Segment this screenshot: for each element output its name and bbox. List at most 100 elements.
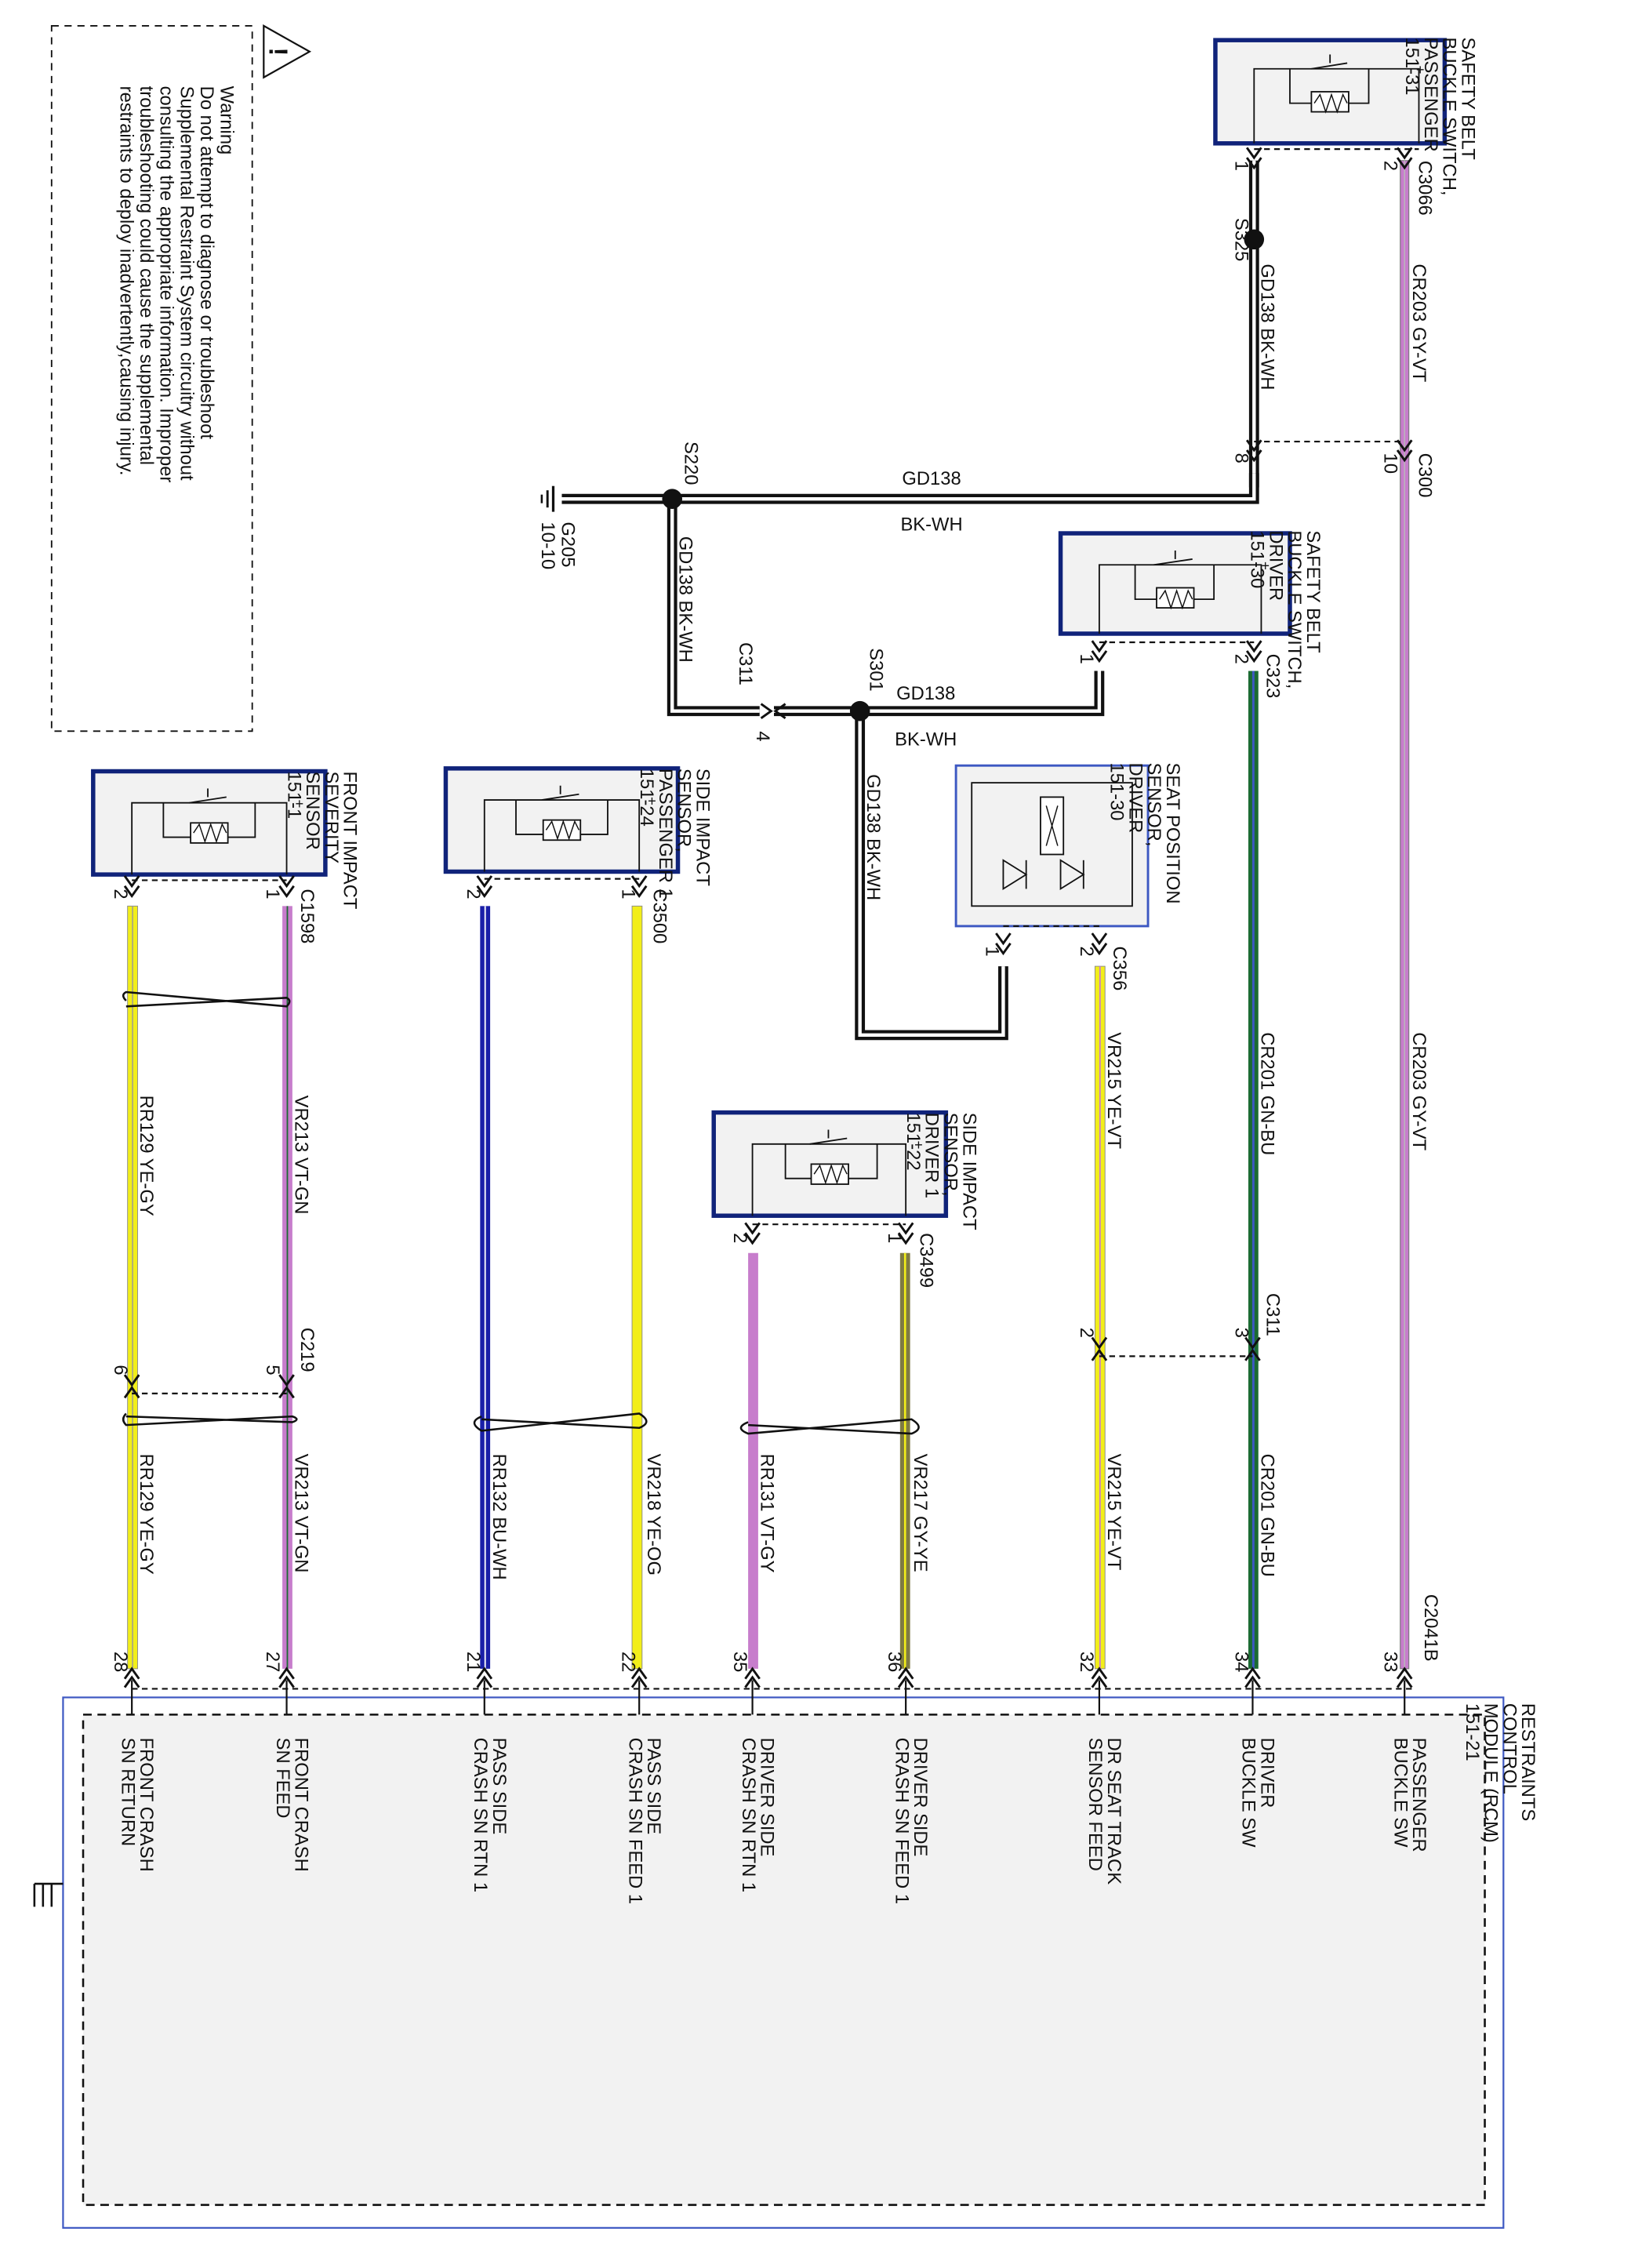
component-side-impact-sensor-driver: + SIDE IMPACT SENSOR, DRIVER 1 151-22: [711, 1110, 979, 1230]
front-impact-sensor-label: FRONT IMPACT SEVERITY SENSOR 151-1: [283, 771, 360, 914]
rcm-pin-function: PASSENGERBUCKLE SW: [1389, 1738, 1429, 1852]
warning-text: Warning Do not attempt to diagnose or tr…: [116, 86, 238, 488]
rcm-pin-function: DRIVER SIDECRASH SN FEED 1: [891, 1738, 931, 1905]
label-c300: C300: [1414, 453, 1435, 498]
wire-label: CR203 GY-VT: [1408, 264, 1429, 382]
wire-label: BK-WH: [895, 729, 957, 751]
warning-triangle-icon: !: [263, 24, 312, 79]
wire-vr213-vt-gn: [282, 906, 292, 1669]
label-s325: S325: [1231, 218, 1252, 261]
wire-label: VR218 YE-OG: [643, 1454, 664, 1576]
pin-label: 1: [1076, 654, 1097, 664]
wire-label: GD138: [896, 683, 955, 704]
pin-label: 6: [110, 1365, 131, 1375]
side-impact-sensor-passenger-label: SIDE IMPACT SENSOR, PASSENGER 1 151-24: [636, 769, 713, 903]
pin-label: 1: [617, 889, 638, 899]
wire-cr203-gy-vt: [1400, 160, 1410, 1670]
rcm-pin-function: FRONT CRASHSN FEED: [272, 1738, 312, 1872]
svg-text:!: !: [264, 47, 293, 56]
rcm-pin-function: PASS SIDECRASH SN FEED 1: [624, 1738, 664, 1905]
pin-label: 27: [262, 1652, 283, 1672]
wire-label: GD138: [902, 468, 961, 489]
pin-label: 22: [617, 1652, 638, 1672]
svg-text:+: +: [1261, 558, 1270, 574]
wire-label: GD138 BK-WH: [674, 536, 696, 663]
ground-ref: 10-10: [537, 522, 558, 569]
splice-s301: [849, 700, 870, 721]
rcm-pin-function: DRIVER SIDECRASH SN RTN 1: [738, 1738, 778, 1893]
pin-label: 2: [1231, 654, 1252, 664]
wire-label: GD138 BK-WH: [1256, 264, 1277, 390]
rcm-pin-function-labels: FRONT CRASHSN RETURN FRONT CRASHSN FEED …: [117, 1738, 1429, 1905]
pin-label: 2: [1076, 947, 1097, 957]
connector-arrows: [123, 146, 1413, 1715]
pin-label: 33: [1380, 1652, 1401, 1672]
wire-label: VR217 GY-YE: [910, 1454, 931, 1572]
label-c3066: C3066: [1414, 161, 1435, 216]
rcm-pin-function: FRONT CRASHSN RETURN: [117, 1738, 157, 1872]
component-safety-belt-buckle-switch-passenger: + SAFETY BELT BUCKLE SWITCH, PASSENGER 1…: [1213, 38, 1478, 202]
wire-label: VR215 YE-VT: [1103, 1454, 1124, 1571]
label-c1598: C1598: [296, 889, 318, 943]
pin-label: 1: [982, 947, 1003, 957]
label-c219: C219: [296, 1328, 318, 1372]
wire-label: RR129 YE-GY: [136, 1096, 157, 1216]
pin-label: 36: [884, 1652, 905, 1672]
splice-s325: [1244, 229, 1265, 250]
pin-label: 2: [729, 1233, 750, 1243]
wire-label: VR213 VT-GN: [291, 1096, 312, 1215]
warning-box: [50, 24, 253, 732]
wire-labels: GD138 BK-WH CR203 GY-VT GD138 BK-WH GD13…: [136, 264, 1429, 1579]
wire-cr201-gn-bu: [1248, 671, 1259, 1669]
pin-label: 3: [1231, 1328, 1252, 1338]
component-restraints-control-module: RESTRAINTS CONTROL MODULE (RCM) 151-21: [33, 1696, 1538, 2229]
wire-rr129-ye-gy: [127, 905, 138, 1670]
seat-position-sensor-label: SEAT POSITION SENSOR, DRIVER 151-30: [1106, 763, 1183, 910]
wire-rr132-bu-wh: [480, 906, 491, 1669]
label-c311-top: C311: [735, 642, 756, 685]
wire-gd138-s220-to-c311: [667, 499, 760, 717]
wire-gd138-c311-to-driver-buckle: [773, 671, 1105, 717]
svg-text:+: +: [648, 792, 656, 809]
wire-label: BK-WH: [900, 514, 962, 535]
pin-label: 1: [884, 1233, 905, 1243]
pin-label: 8: [1231, 453, 1252, 463]
svg-text:+: +: [296, 795, 304, 812]
ground-g205: G205 10-10: [537, 485, 578, 569]
pin-label: 21: [463, 1652, 484, 1672]
wire-label: CR203 GY-VT: [1408, 1032, 1429, 1150]
twisted-pair-markers: [122, 990, 920, 1435]
svg-text:+: +: [1416, 61, 1425, 78]
wire-label: VR213 VT-GN: [291, 1454, 312, 1573]
component-side-impact-sensor-passenger: + SIDE IMPACT SENSOR, PASSENGER 1 151-24: [443, 766, 713, 903]
wire-gd138-s301-to-seat-sensor: [855, 711, 1008, 1041]
wire-vr218-ye-og: [631, 905, 643, 1670]
pin-label: 35: [729, 1652, 750, 1672]
passenger-buckle-switch-label: SAFETY BELT BUCKLE SWITCH, PASSENGER 151…: [1401, 38, 1478, 202]
pin-label: 2: [463, 889, 484, 899]
rcm-pin-function: DRIVERBUCKLE SW: [1238, 1738, 1278, 1848]
connector-labels: C3066 C300 C323 C311 C311 C356 C3500 C15…: [296, 161, 1441, 1662]
wire-label: VR215 YE-VT: [1103, 1032, 1124, 1149]
label-c3500: C3500: [648, 889, 670, 943]
pin-label: 4: [752, 731, 773, 741]
driver-buckle-switch-label: SAFETY BELT BUCKLE SWITCH, DRIVER 151-30: [1247, 530, 1324, 694]
wire-label: CR201 GN-BU: [1256, 1032, 1277, 1155]
rcm-pin-function: PASS SIDECRASH SN RTN 1: [470, 1738, 510, 1893]
pin-label: 2: [1076, 1328, 1097, 1338]
svg-text:+: +: [914, 1136, 923, 1153]
pin-label: 5: [262, 1365, 283, 1375]
splice-points: S325 S220 S301: [662, 218, 1265, 721]
wire-rr131-vt-gy: [748, 1252, 758, 1669]
wire-gd138-to-ground: [561, 473, 1259, 504]
ground-id: G205: [557, 522, 578, 567]
module-case-ground-icon: [33, 1882, 64, 1907]
pin-label: 10: [1380, 453, 1401, 474]
splice-s220: [662, 489, 683, 509]
label-c323: C323: [1262, 654, 1284, 699]
label-c311-mid: C311: [1262, 1293, 1284, 1336]
wires: [122, 160, 1412, 1690]
pin-numbers: 1 2 8 10 1 2 4 1 2 3 2 2 1 2 1 6 5 2 1 2…: [110, 161, 1400, 1673]
